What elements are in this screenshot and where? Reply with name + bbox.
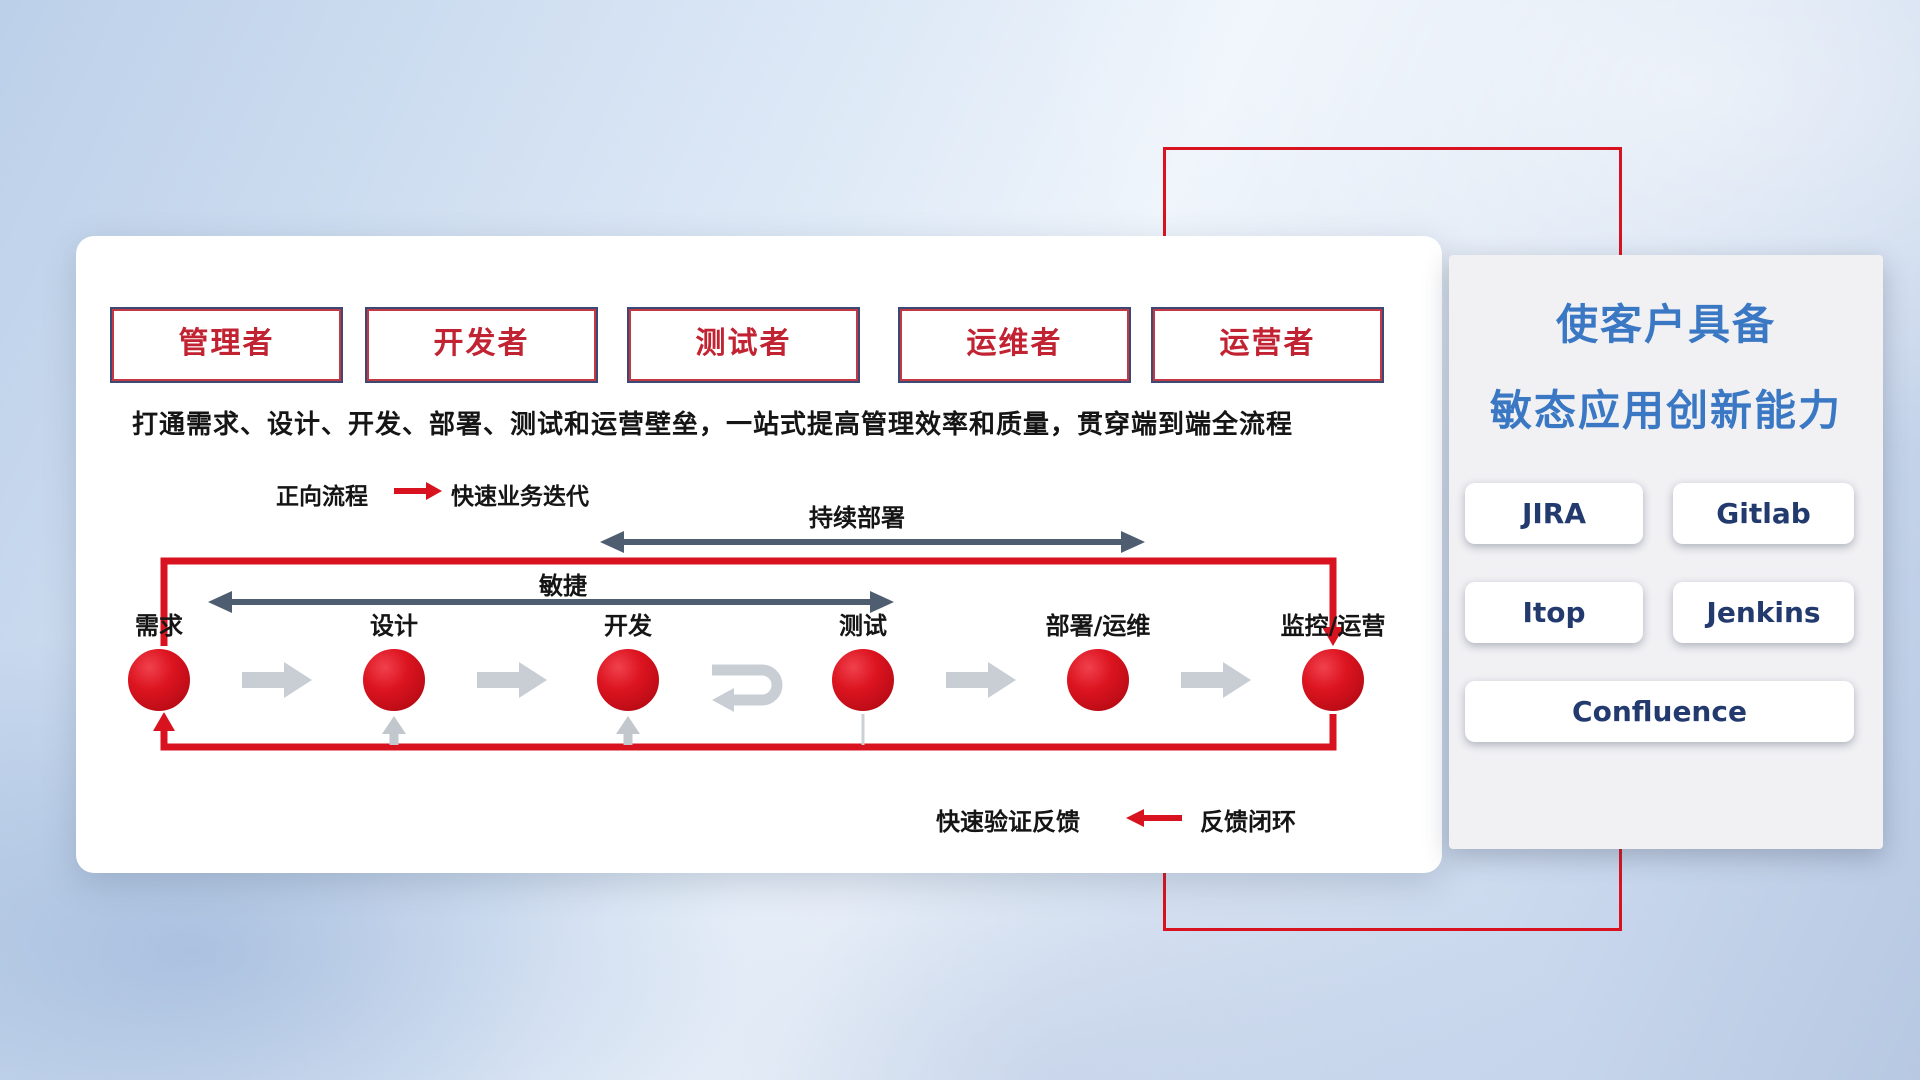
agile-arrow-icon — [208, 591, 894, 613]
agile-label: 敏捷 — [539, 572, 587, 600]
stage-circle-monitor-ops — [1300, 647, 1366, 713]
feedback-loop-line-icon — [153, 712, 1337, 751]
feedback-up-arrow-icon — [616, 716, 640, 745]
stage-label-deploy-ops: 部署/运维 — [1045, 612, 1151, 640]
capability-title-line2: 敏态应用创新能力 — [1489, 386, 1842, 435]
role-label: 开发者 — [433, 326, 530, 361]
tool-chip-itop: Itop — [1465, 582, 1643, 643]
role-box-developer: 开发者 — [365, 307, 598, 383]
stage-label-design: 设计 — [370, 612, 418, 640]
capability-title-line1: 使客户具备 — [1555, 300, 1776, 349]
role-label: 运营者 — [1219, 326, 1316, 361]
continuous-deployment-arrow-icon — [600, 531, 1145, 553]
role-box-operations: 运维者 — [898, 307, 1131, 383]
stage-circle-requirements — [126, 647, 192, 713]
forward-loop-line-icon — [160, 557, 1344, 646]
description-text: 打通需求、设计、开发、部署、测试和运营壁垒，一站式提高管理效率和质量，贯穿端到端… — [132, 410, 1294, 440]
capability-panel: 使客户具备 敏态应用创新能力 JIRA Gitlab Itop Jenkins … — [1449, 255, 1883, 849]
stage-circle-design — [361, 647, 427, 713]
stage-circle-deploy-ops — [1065, 647, 1131, 713]
feedback-arrow-icon — [1126, 809, 1182, 827]
role-label: 管理者 — [178, 326, 275, 361]
flow-arrow-icon — [242, 662, 312, 698]
feedback-up-arrow-icon — [382, 716, 406, 745]
continuous-deployment-label: 持续部署 — [809, 504, 905, 532]
flow-diagram-graphics — [126, 482, 1366, 827]
role-box-business: 运营者 — [1151, 307, 1384, 383]
role-box-manager: 管理者 — [110, 307, 343, 383]
role-box-tester: 测试者 — [627, 307, 860, 383]
tool-chip-confluence: Confluence — [1465, 681, 1854, 742]
tool-chip-jira: JIRA — [1465, 483, 1643, 544]
iteration-loop-icon — [712, 664, 783, 712]
tool-chip-jenkins: Jenkins — [1673, 582, 1854, 643]
stage-circle-testing — [830, 647, 896, 713]
stage-label-requirements: 需求 — [135, 612, 183, 640]
forward-arrow-icon — [394, 482, 442, 500]
role-label: 测试者 — [695, 326, 792, 361]
flow-arrow-icon — [477, 662, 547, 698]
flow-arrow-icon — [1181, 662, 1251, 698]
forward-legend-value: 快速业务迭代 — [451, 484, 589, 510]
tool-chip-gitlab: Gitlab — [1673, 483, 1854, 544]
stage-label-testing: 测试 — [839, 612, 887, 640]
flow-arrow-icon — [946, 662, 1016, 698]
stage-label-monitor-ops: 监控/运营 — [1280, 612, 1386, 640]
feedback-legend-label: 快速验证反馈 — [936, 808, 1080, 836]
forward-legend-label: 正向流程 — [276, 484, 368, 510]
stage-circle-development — [595, 647, 661, 713]
stage-label-development: 开发 — [604, 612, 652, 640]
feedback-legend-value: 反馈闭环 — [1200, 808, 1296, 836]
role-label: 运维者 — [966, 326, 1063, 361]
workflow-panel: 管理者 开发者 测试者 运维者 运营者 打通需求、设计、开发、部署、测试和运营壁… — [76, 236, 1442, 873]
